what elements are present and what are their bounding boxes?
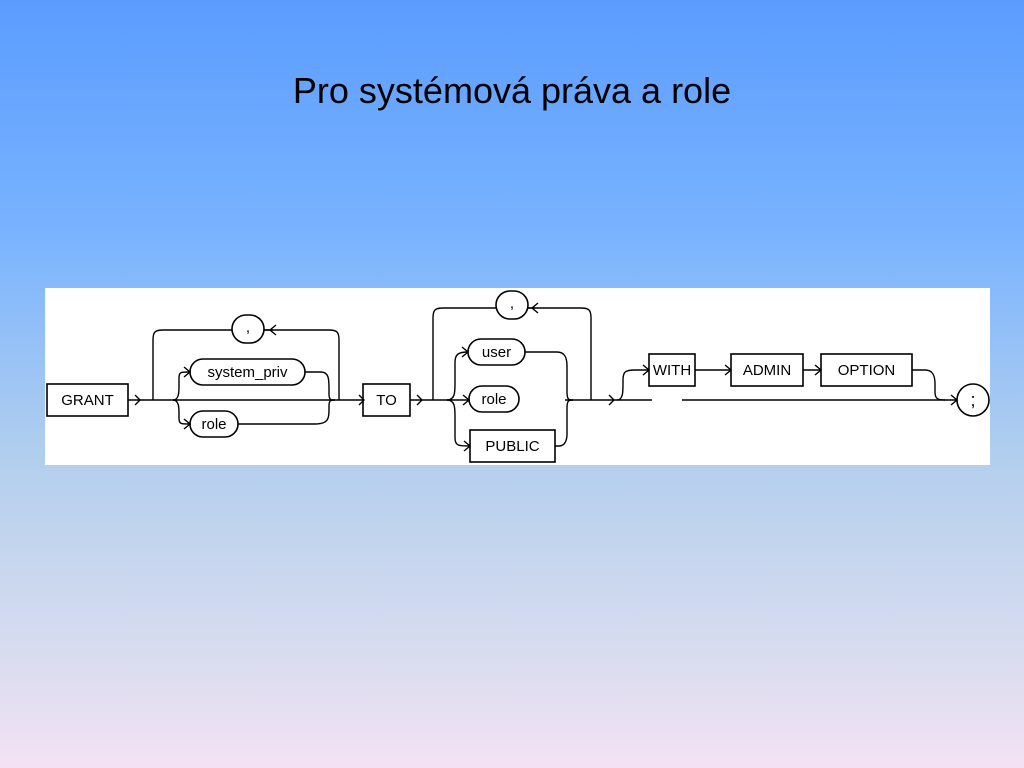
comma-separator-2: , (510, 295, 514, 312)
public-return-line (555, 399, 574, 447)
grant-keyword-box (46, 383, 129, 417)
arrow-icon (358, 394, 365, 406)
optional-branch-exit (912, 369, 946, 401)
arrow-icon (530, 302, 539, 314)
user-return-line (525, 351, 574, 401)
with-keyword: WITH (653, 362, 691, 379)
role-label-2: role (481, 391, 506, 408)
option-keyword: OPTION (838, 362, 896, 379)
arrow-icon (416, 394, 423, 406)
user-branch (446, 351, 469, 401)
public-keyword: PUBLIC (485, 438, 539, 455)
arrow-icon (134, 394, 141, 406)
system-priv-branch (172, 371, 190, 401)
arrow-icon (608, 394, 615, 406)
optional-branch-entry (616, 369, 649, 401)
arrow-icon (950, 394, 959, 406)
arrow-icon (814, 364, 823, 376)
grant-keyword: GRANT (61, 392, 114, 409)
arrow-icon (183, 366, 192, 378)
public-branch (446, 399, 471, 447)
arrow-icon (463, 440, 472, 452)
with-keyword-box (648, 353, 696, 387)
role-box-2 (468, 385, 520, 413)
public-keyword-box (469, 429, 556, 463)
arrow-icon (462, 394, 471, 406)
role-label-1: role (201, 416, 226, 433)
role-branch (172, 399, 190, 425)
slide-title: Pro systémová práva a role (292, 70, 732, 111)
comma-box-1 (231, 314, 265, 344)
system-priv-label: system_priv (207, 364, 288, 381)
comma-separator-1: , (246, 319, 250, 336)
comma-box-2 (495, 290, 529, 320)
system-priv-return-line (305, 371, 336, 401)
admin-keyword: ADMIN (743, 362, 791, 379)
to-keyword-box (362, 383, 411, 417)
grant-syntax-diagram: GRANT system_priv role , TO user role PU… (46, 290, 990, 463)
arrow-icon (183, 418, 192, 430)
arrow-icon (724, 364, 733, 376)
arrow-icon (461, 346, 470, 358)
user-label: user (482, 344, 511, 361)
role-return-line (238, 399, 336, 425)
arrow-icon (268, 324, 277, 336)
arrow-icon (642, 364, 651, 376)
option-keyword-box (820, 353, 913, 387)
semicolon-terminator: ; (970, 390, 975, 410)
to-keyword: TO (376, 392, 397, 409)
syntax-diagram-panel: GRANT system_priv role , TO user role PU… (45, 288, 990, 465)
